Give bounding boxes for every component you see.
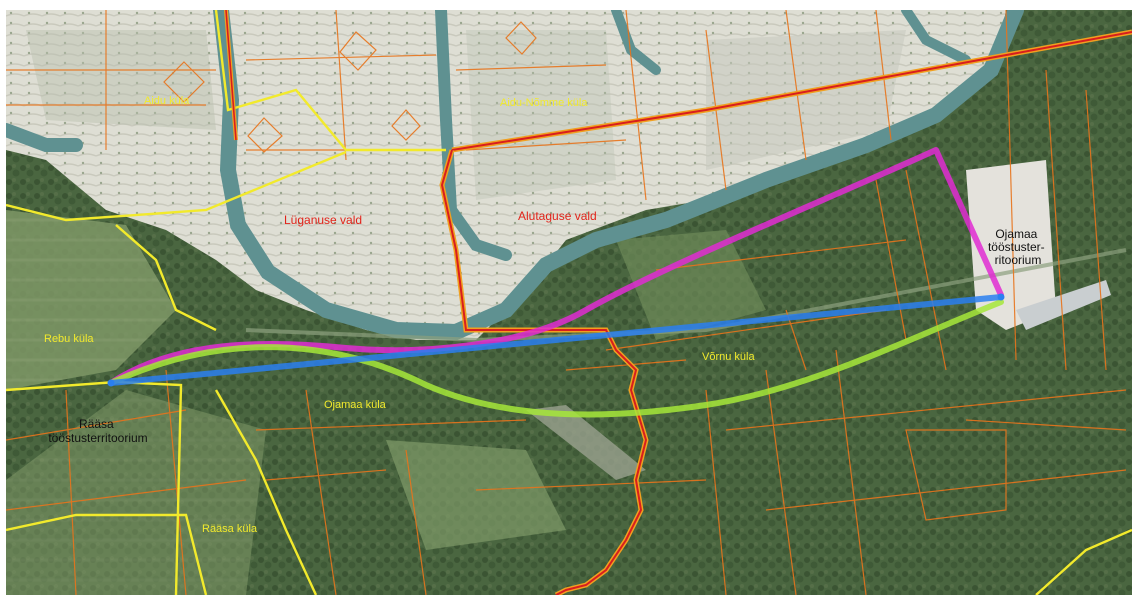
- village-boundaries: [6, 10, 1132, 595]
- map-canvas[interactable]: Aidu küla Aidu-Nõmme küla Lüganuse vald …: [6, 10, 1132, 595]
- cadastral-parcels: [6, 10, 1127, 595]
- field-area-rebu: [6, 210, 176, 390]
- route-end-marker[interactable]: [997, 293, 1005, 301]
- field-area-center: [616, 230, 766, 340]
- quarry-patch-center: [466, 30, 616, 200]
- route-blue[interactable]: [108, 294, 1004, 386]
- field-area-ojamaa: [386, 440, 566, 550]
- route-magenta[interactable]: [108, 147, 1004, 386]
- label-raasa-site: Rääsa tööstusterritoorium: [48, 417, 147, 445]
- label-aidu-kula: Aidu küla: [144, 95, 190, 107]
- route-green[interactable]: [108, 299, 1004, 418]
- label-luganuse-vald: Lüganuse vald: [284, 213, 362, 227]
- label-vorno-kula: Võrnu küla: [702, 351, 755, 363]
- route-options[interactable]: [108, 147, 1004, 418]
- quarry-patch-east: [706, 30, 906, 170]
- field-area-raasa: [6, 390, 266, 595]
- route-start-marker[interactable]: [107, 379, 115, 387]
- industrial-building: [1016, 280, 1111, 330]
- label-rebu-kula: Rebu küla: [44, 333, 94, 345]
- label-ojamaa-site: Ojamaa tööstuster- ritoorium: [988, 227, 1048, 267]
- label-aidu-nomme-kula: Aidu-Nõmme küla: [500, 97, 588, 109]
- label-raasa-kula: Rääsa küla: [202, 523, 258, 535]
- label-ojamaa-kula: Ojamaa küla: [324, 399, 387, 411]
- industrial-area-ojamaa: [966, 160, 1056, 330]
- orthophoto-map[interactable]: Aidu küla Aidu-Nõmme küla Lüganuse vald …: [6, 10, 1132, 595]
- label-alutaguse-vald: Alutaguse vald: [518, 209, 597, 223]
- water-channels: [6, 10, 1024, 341]
- airfield-strip: [526, 405, 646, 480]
- quarry-patch-west: [26, 30, 216, 130]
